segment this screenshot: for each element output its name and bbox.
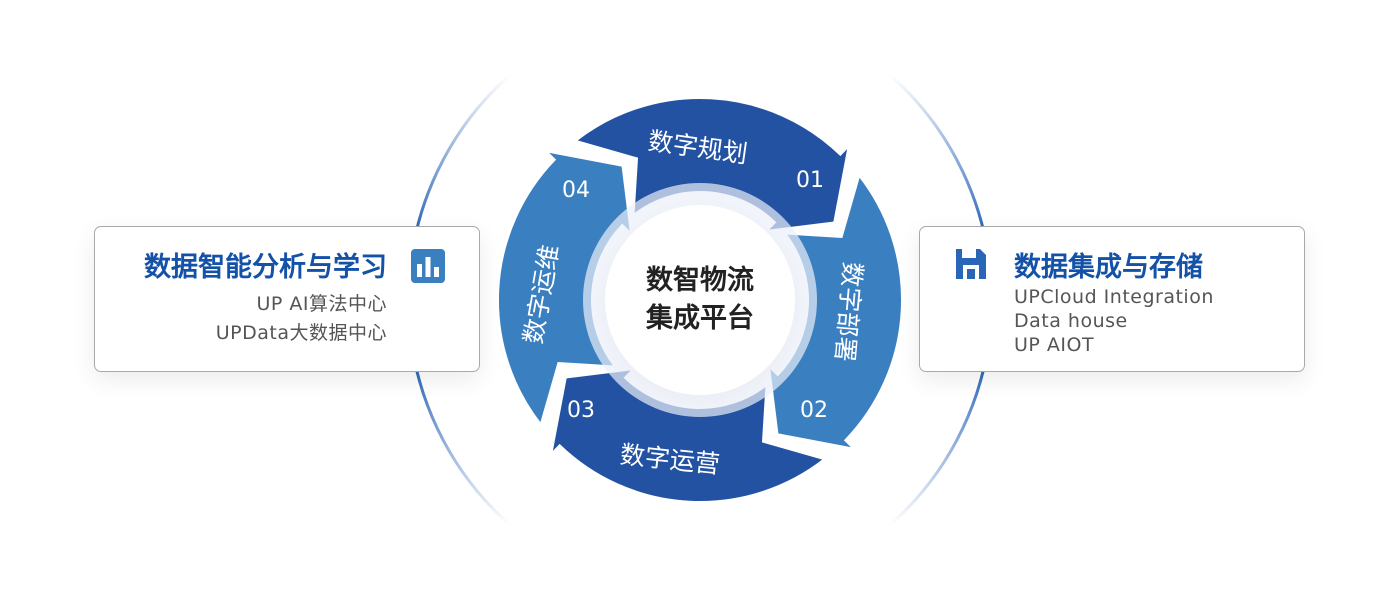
stage-num-1: 01 xyxy=(796,168,824,193)
left-card-line-2: UPData大数据中心 xyxy=(215,322,387,344)
stage-arrow-4 xyxy=(497,149,633,427)
bar-chart-icon xyxy=(411,249,445,283)
center-title-line1: 数智物流 xyxy=(646,265,754,296)
stage-arrow-1 xyxy=(573,97,851,233)
right-card-line-3: UP AIOT xyxy=(1014,334,1095,356)
stage-num-3: 03 xyxy=(567,398,595,423)
left-card: 数据智能分析与学习 UP AI算法中心 UPData大数据中心 xyxy=(94,226,480,372)
right-card: 数据集成与存储 UPCloud Integration Data house U… xyxy=(919,226,1305,372)
left-card-line-1: UP AI算法中心 xyxy=(256,293,387,315)
center-title-line2: 集成平台 xyxy=(646,303,754,334)
right-card-line-1: UPCloud Integration xyxy=(1014,286,1214,308)
left-card-title: 数据智能分析与学习 xyxy=(144,252,387,283)
stage-arrow-2 xyxy=(767,173,903,451)
stage-num-2: 02 xyxy=(800,398,828,423)
right-card-line-2: Data house xyxy=(1014,310,1128,332)
center-circle: 数智物流 集成平台 xyxy=(605,205,795,395)
stage-arrow-3 xyxy=(549,367,827,503)
storage-icon xyxy=(956,249,986,279)
right-card-title: 数据集成与存储 xyxy=(1014,252,1203,283)
stage-num-4: 04 xyxy=(562,178,590,203)
